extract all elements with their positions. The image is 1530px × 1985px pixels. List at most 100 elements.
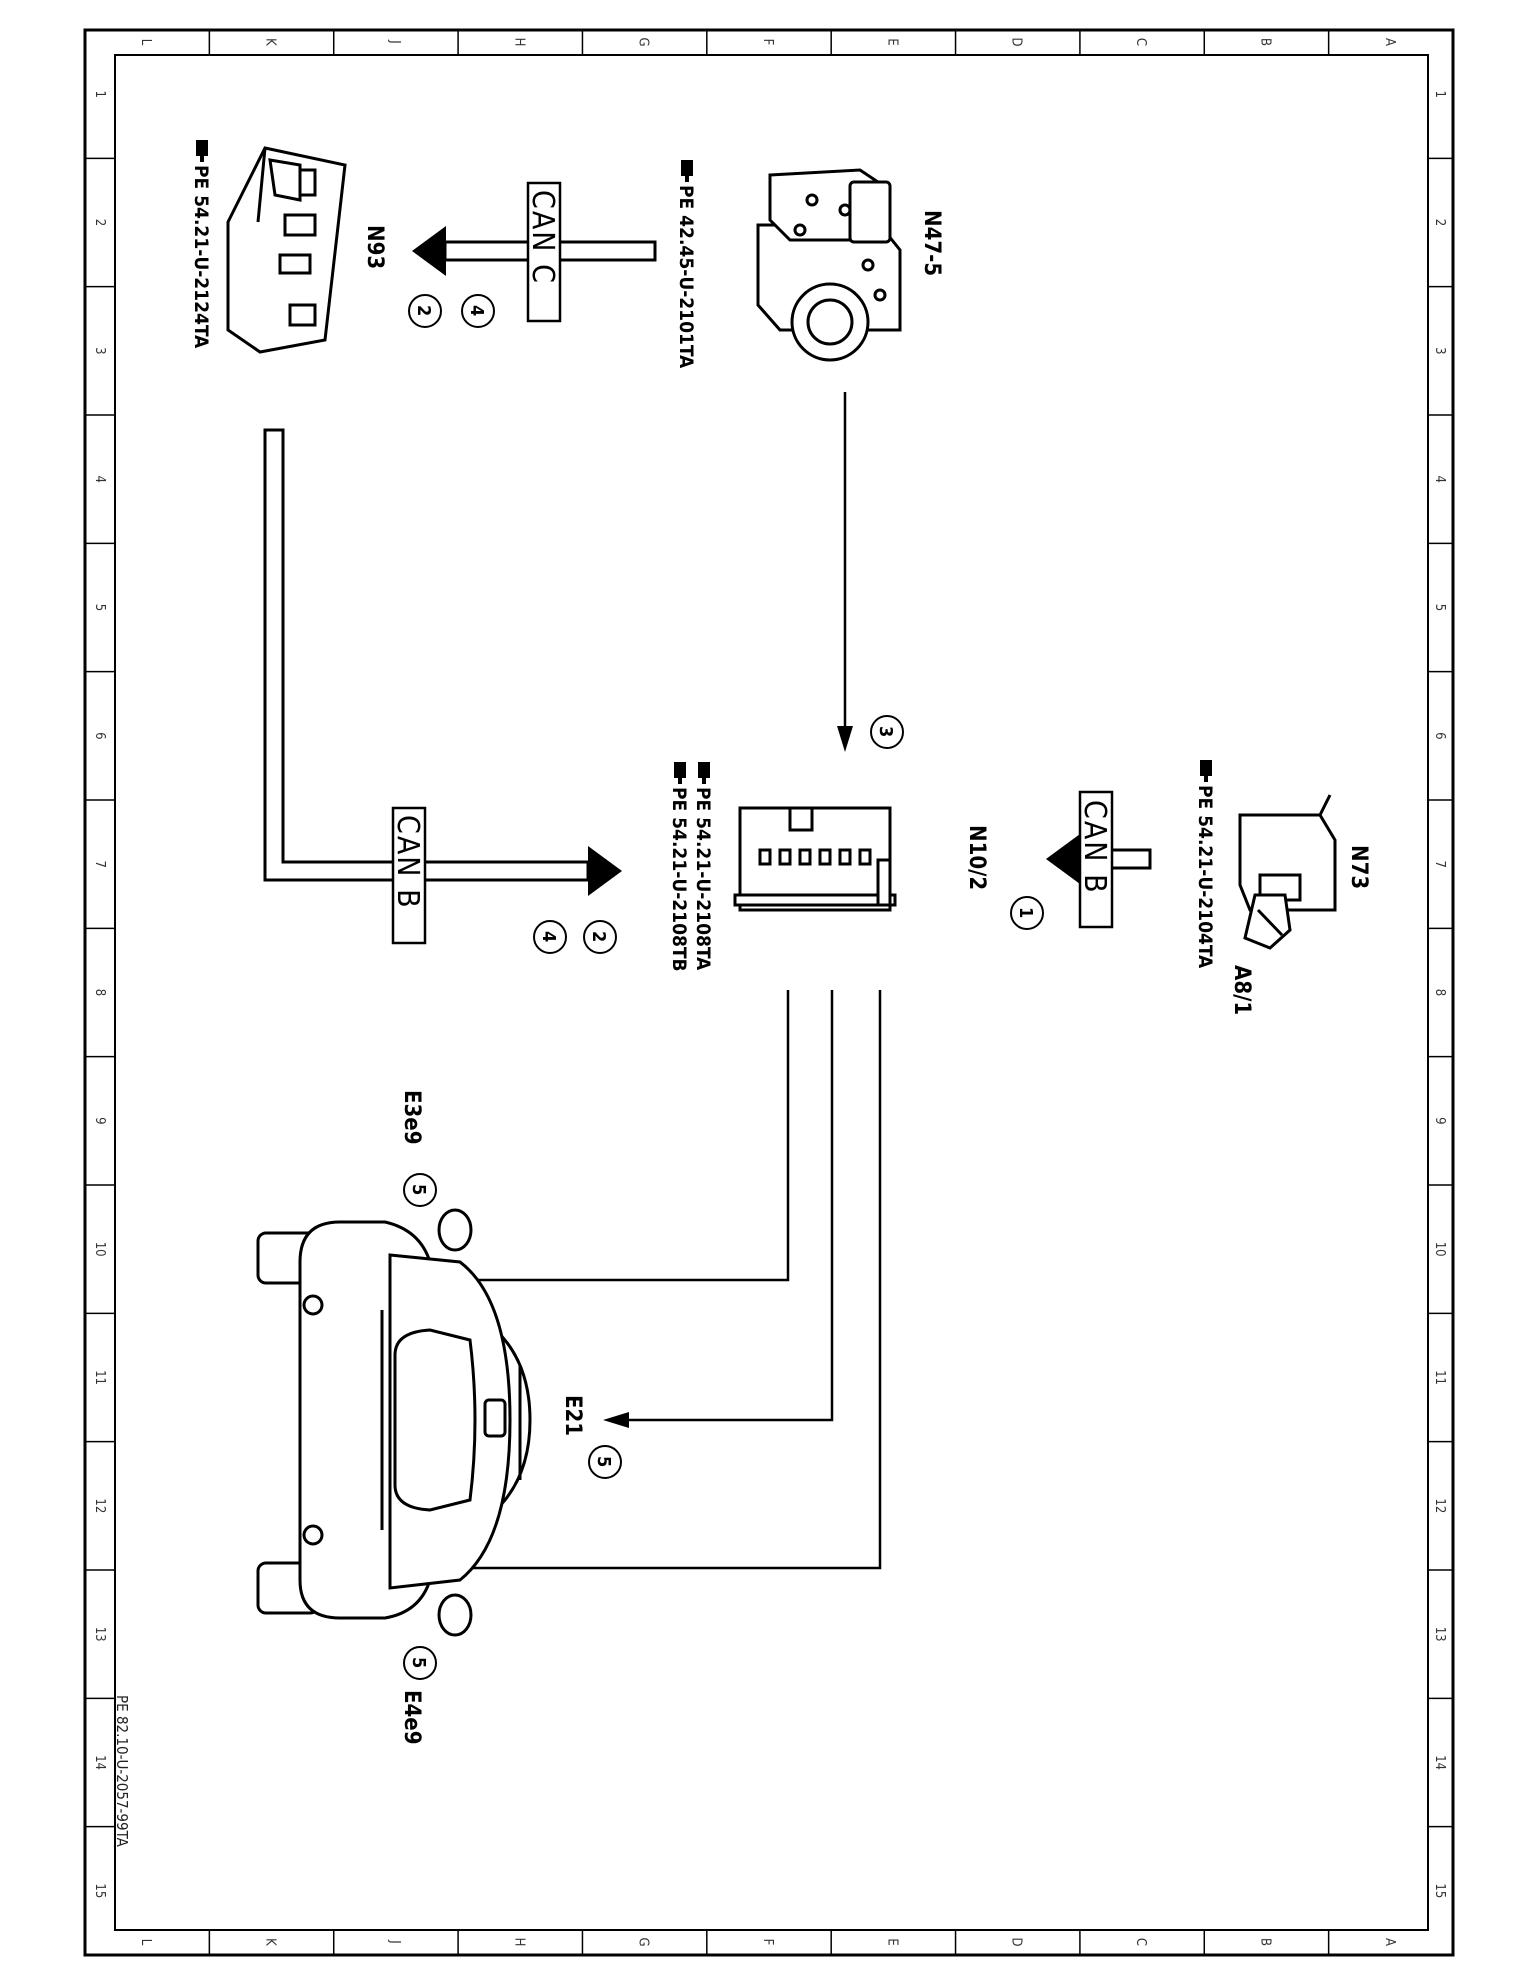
svg-text:PE 54.21-U-2108TA: PE 54.21-U-2108TA [692,787,714,971]
grid-label: D [1009,37,1024,46]
reference-hand-icon [698,762,710,784]
reference-hand-icon [674,762,686,784]
n73-reference: PE 54.21-U-2104TA [1194,760,1216,969]
n47-5-reference: PE 42.45-U-2101TA [675,160,697,369]
marker-circle: 2 [408,294,442,328]
grid-label: A [1382,1938,1397,1946]
n47-5-to-n10-2-arrowhead [837,726,853,752]
svg-text:3: 3 [875,726,896,737]
grid-ticks [85,30,1453,1955]
can-c-box [526,181,562,323]
grid-label: G [636,1937,651,1946]
grid-label: E [884,38,899,45]
grid-label: 12 [92,1498,107,1513]
grid-label: D [1009,1937,1024,1946]
grid-label: 12 [1432,1498,1447,1513]
grid-label: G [636,37,651,46]
n73-component-icon [1238,794,1337,912]
svg-text:1: 1 [1015,907,1036,918]
svg-text:4: 4 [538,931,559,942]
grid-label: 3 [92,347,107,354]
marker-circle: 1 [1010,896,1044,930]
grid-label: 8 [92,989,107,996]
grid-label: 9 [92,1117,107,1124]
grid-label: B [1257,38,1272,46]
svg-text:PE 54.21-U-2104TA: PE 54.21-U-2104TA [1194,785,1216,969]
svg-text:5: 5 [408,1184,429,1195]
grid-label: 11 [92,1370,107,1385]
grid-label: H [511,1938,526,1947]
marker-circle: 2 [583,920,617,954]
output-line-e3e9 [460,990,790,1282]
grid-label: 14 [1432,1755,1447,1770]
marker-circle: 5 [403,1646,437,1680]
grid-label: 11 [1432,1370,1447,1385]
svg-text:5: 5 [593,1456,614,1467]
grid-label: K [263,38,278,46]
can-b-arrowhead-right [1046,834,1080,884]
grid-label: 6 [92,732,107,739]
svg-text:2: 2 [413,305,434,316]
inner-frame [114,54,1429,1931]
grid-label: J [387,39,402,43]
n93-reference: PE 54.21-U-2124TA [190,140,212,349]
marker-circle: 4 [461,294,495,328]
e4e9-label: E4e9 [399,1690,424,1745]
grid-label: 5 [92,604,107,611]
grid-label: H [511,38,526,47]
svg-text:4: 4 [466,305,487,316]
marker-circle: 5 [403,1173,437,1207]
svg-text:5: 5 [408,1657,429,1668]
grid-label: 2 [1432,219,1447,226]
svg-text:PE 54.21-U-2108TB: PE 54.21-U-2108TB [668,787,690,972]
grid-label: 1 [92,90,107,97]
can-b-bus-line-left [263,428,590,882]
grid-label: 7 [92,860,107,867]
n47-5-component-icon [756,168,902,362]
grid-label: 4 [1432,475,1447,482]
reference-hand-icon [681,160,693,182]
grid-label: 13 [1432,1627,1447,1642]
svg-text:2: 2 [588,931,609,942]
grid-label: 4 [92,475,107,482]
grid-label: 3 [1432,347,1447,354]
a8-1-key-icon [1243,893,1292,950]
grid-label: 13 [92,1627,107,1642]
can-b-label-right: CAN B [1077,800,1112,895]
grid-label: J [387,1939,402,1943]
grid-label: 1 [1432,90,1447,97]
marker-circle: 3 [870,715,904,749]
grid-label: 15 [92,1883,107,1898]
e3e9-label: E3e9 [399,1090,424,1145]
grid-label: E [884,1938,899,1945]
n93-label: N93 [362,225,387,269]
n93-component-icon [226,146,347,354]
grid-label: 5 [1432,604,1447,611]
output-line-e4e9 [460,990,882,1570]
grid-label: L [138,39,153,46]
grid-label: B [1257,1938,1272,1946]
grid-label: F [760,1939,775,1946]
n47-5-label: N47-5 [919,210,944,276]
grid-label: L [138,1939,153,1946]
svg-text:PE 42.45-U-2101TA: PE 42.45-U-2101TA [675,185,697,369]
e21-label: E21 [560,1395,585,1436]
n10-2-component-icon [733,806,897,912]
marker-circle: 5 [588,1445,622,1479]
grid-label: 6 [1432,732,1447,739]
output-line-e21 [625,990,834,1422]
outer-frame [83,28,1455,1957]
svg-text:PE 54.21-U-2124TA: PE 54.21-U-2124TA [190,165,212,349]
n10-2-label: N10/2 [964,825,989,890]
vehicle-rear-icon [256,1208,532,1637]
can-b-box-left [391,806,427,945]
a8-1-label: A8/1 [1229,965,1254,1015]
grid-label: 2 [92,219,107,226]
grid-label: 14 [92,1755,107,1770]
can-b-arrowhead-left [588,846,622,896]
document-id: PE 82.10-U-2057-99TA [113,1695,131,1848]
reference-hand-icon [196,140,208,162]
can-c-arrowhead [412,226,446,276]
